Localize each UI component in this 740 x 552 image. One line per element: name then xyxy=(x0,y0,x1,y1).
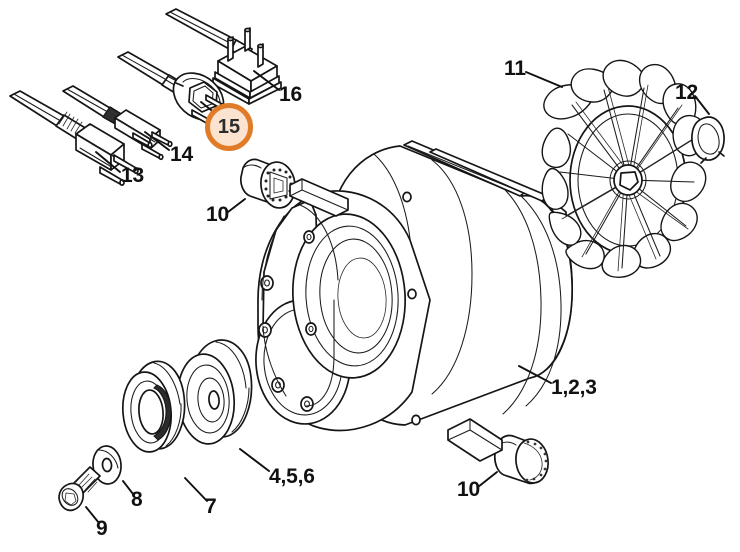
part-8-washer xyxy=(92,445,122,485)
callout-label-14[interactable]: 14 xyxy=(170,143,193,166)
callout-label-13[interactable]: 13 xyxy=(121,164,144,187)
callout-label-1-2-3[interactable]: 1,2,3 xyxy=(551,376,597,399)
part-10-brush-cap-left xyxy=(239,158,296,209)
part-10-brush-cap-right xyxy=(493,434,549,485)
callout-label-16[interactable]: 16 xyxy=(279,83,302,106)
part-7-ball-bearing xyxy=(121,360,186,453)
part-13-euro-plug xyxy=(9,90,139,186)
part-9-socket-head-screw xyxy=(58,466,101,512)
part-12-retaining-ring xyxy=(691,116,725,164)
callout-label-7[interactable]: 7 xyxy=(205,495,217,518)
part-15-schuko-plug xyxy=(117,51,225,126)
part-14-swiss-plug xyxy=(62,85,173,161)
leader-lines xyxy=(85,70,710,524)
callout-label-11[interactable]: 11 xyxy=(504,57,526,80)
callout-label-10-right[interactable]: 10 xyxy=(457,478,480,501)
callout-label-12[interactable]: 12 xyxy=(675,81,698,104)
callout-label-4-5-6[interactable]: 4,5,6 xyxy=(269,465,315,488)
part-4-5-6-bearing-cover xyxy=(176,339,253,445)
callout-label-10-left[interactable]: 10 xyxy=(206,203,229,226)
callout-label-8[interactable]: 8 xyxy=(131,488,143,511)
callout-badge-15-highlighted[interactable]: 15 xyxy=(205,103,253,151)
part-11-cooling-fan xyxy=(541,59,707,278)
part-16-uk-plug xyxy=(165,8,282,105)
callout-label-9[interactable]: 9 xyxy=(96,517,108,540)
